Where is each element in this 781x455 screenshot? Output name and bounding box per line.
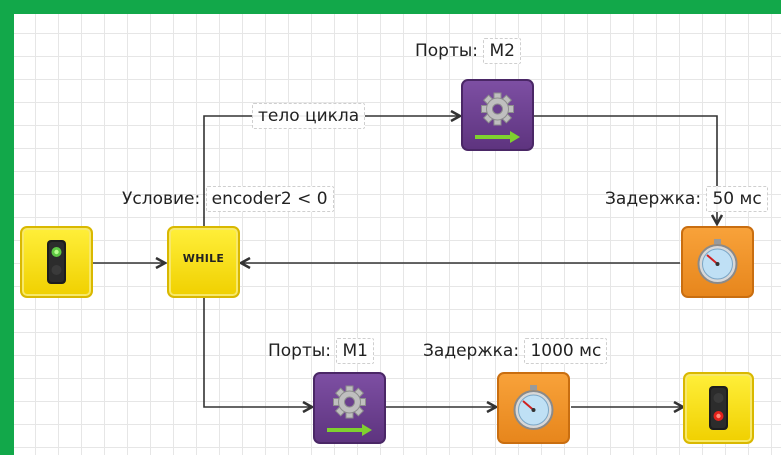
loop-body-label: тело цикла — [252, 103, 366, 129]
stopwatch-icon — [513, 385, 554, 430]
delay-block-top[interactable] — [681, 226, 754, 298]
top-delay-setting: Задержка: 50 мс — [605, 186, 768, 212]
while-block[interactable]: WHILE — [167, 226, 240, 298]
ports-label: Порты: — [268, 341, 332, 361]
top-motor-ports: Порты: M2 — [415, 38, 521, 64]
delay-value-field[interactable]: 1000 мс — [524, 338, 608, 364]
gear-arrow-icon — [475, 92, 520, 143]
start-block[interactable] — [20, 226, 93, 298]
traffic-light-red-icon — [709, 386, 728, 430]
wire-while-to-top-motor — [203, 116, 460, 226]
traffic-light-green-icon — [47, 240, 66, 284]
gear-arrow-icon — [327, 385, 372, 436]
delay-value-field[interactable]: 50 мс — [706, 186, 768, 212]
condition-label: Условие: — [122, 189, 201, 209]
condition-value-field[interactable]: encoder2 < 0 — [205, 186, 334, 212]
end-block[interactable] — [683, 372, 754, 444]
bottom-motor-ports: Порты: M1 — [268, 338, 374, 364]
wire-while-to-bottom-motor — [203, 298, 312, 407]
ports-label: Порты: — [415, 41, 479, 61]
motor-block-top[interactable] — [461, 79, 534, 151]
ports-value-field[interactable]: M2 — [483, 38, 521, 64]
delay-label: Задержка: — [605, 189, 702, 209]
while-condition: Условие: encoder2 < 0 — [122, 186, 334, 212]
stopwatch-icon — [697, 239, 738, 284]
while-block-label: WHILE — [182, 252, 225, 265]
delay-block-bottom[interactable] — [497, 372, 570, 444]
canvas-grid — [14, 14, 781, 455]
bottom-delay-setting: Задержка: 1000 мс — [423, 338, 608, 364]
motor-block-bottom[interactable] — [313, 372, 386, 444]
delay-label: Задержка: — [423, 341, 520, 361]
ports-value-field[interactable]: M1 — [336, 338, 374, 364]
loop-body-label-wrap: тело цикла — [252, 103, 366, 129]
